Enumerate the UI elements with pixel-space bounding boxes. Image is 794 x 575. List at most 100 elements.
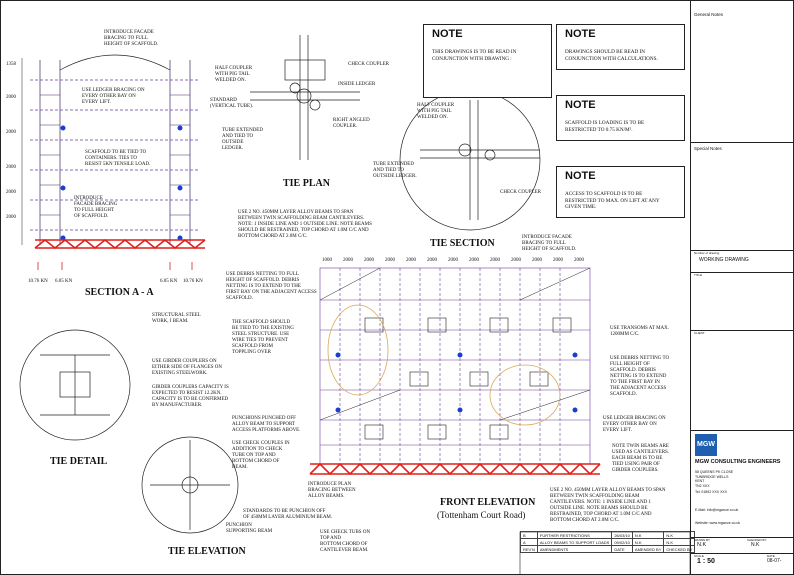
standard-note: STANDARD (VERTICAL TUBE). (210, 98, 254, 109)
table-header: DATE (611, 545, 633, 553)
girder-couplers-note: USE GIRDER COUPLERS ON EITHER SIDE OF FL… (152, 359, 222, 376)
dim-label: 2000 (6, 215, 16, 220)
table-cell: FURTHER RESTRICTIONS (536, 531, 613, 539)
section-aa-load-arrows (37, 262, 193, 270)
bay-dimension: 2000 (448, 258, 458, 263)
check-coupler-note: CHECK COUPLER (348, 62, 389, 67)
facade-note: INTRODUCE FACADE BRACING TO FULL HEIGHT … (104, 30, 159, 47)
revision-table: B FURTHER RESTRICTIONS 26/03/10 N.K N.K … (520, 531, 696, 553)
date-label: DATE (767, 554, 775, 558)
section-aa-title: SECTION A - A (85, 287, 154, 298)
dim-label: 2000 (6, 190, 16, 195)
tube-extended-note: TUBE EXTENDED AND TIED TO OUTSIDE LEDGER… (222, 128, 263, 151)
tie-steel-note: THE SCAFFOLD SHOULD BE TIED TO THE EXIST… (232, 320, 294, 355)
ledger-note: USE LEDGER BRACING ON EVERY OTHER BAY ON… (603, 416, 666, 433)
bay-dimension: 2000 (574, 258, 584, 263)
check-tubs-note: USE CHECK TUBS ON TOP AND BOTTOM CHORD O… (320, 530, 371, 553)
capacity-note: GIRDER COUPLERS CAPACITY IS EXPECTED TO … (152, 385, 229, 408)
table-header: AMENDMENTS (536, 545, 613, 553)
bay-dimension: 2000 (553, 258, 563, 263)
twin-beams-note: NOTE TWIN BEAMS ARE USED AS CANTILEVERS.… (612, 444, 670, 473)
company-logo: MGW (695, 434, 717, 456)
facade-note: INTRODUCE FACADE BRACING TO FULL HEIGHT … (522, 235, 577, 252)
client-label: CLIENT (694, 331, 705, 335)
dim-label: 2000 (6, 130, 16, 135)
punchions-note: PUNCHIONS PUNCHED OFF ALLOY BEAM TO SUPP… (232, 416, 301, 433)
tie-note: SCAFFOLD TO BE TIED TO CONTAINERS. TIES … (85, 150, 151, 167)
note-title: NOTE (565, 28, 596, 40)
ledger-note: USE LEDGER BRACING ON EVERY OTHER BAY ON… (82, 88, 145, 105)
number-drawing-label: Number of drawing (694, 251, 720, 255)
bay-dimension: 2000 (343, 258, 353, 263)
load-label: 10.76 kN (28, 279, 48, 284)
note-title: NOTE (565, 170, 596, 182)
drawn-by: N.K (697, 542, 707, 548)
section-aa-base-beam (34, 238, 206, 250)
debris-note-right: USE DEBRIS NETTING TO FULL HEIGHT OF SCA… (610, 356, 670, 397)
bay-dimension: 2000 (406, 258, 416, 263)
drawn-by-label: DRAWN BY (694, 538, 711, 542)
table-cell: 09/02/10 (611, 538, 633, 546)
tie-detail-drawing (19, 329, 131, 441)
special-notes-label: Special Notes (694, 146, 722, 151)
load-label: 6.05 kN (55, 279, 73, 284)
tie-section-title: TIE SECTION (430, 238, 495, 249)
company-tel: Tel: 01892 XXX XXX (695, 490, 728, 494)
tie-detail-title: TIE DETAIL (50, 456, 108, 467)
table-row: B FURTHER RESTRICTIONS 26/03/10 N.K N.K (520, 531, 696, 539)
title-block: General Notes Special Notes Number of dr… (690, 0, 794, 575)
transoms-note: USE TRANSOMS AT Max. 1200mm c/c. (610, 326, 669, 337)
plan-bracing-note: INTRODUCE PLAN BRACING BETWEEN ALLOY BEA… (308, 482, 356, 499)
note-box: NOTE DRAWINGS SHOULD BE READ IN CONJUNCT… (556, 24, 685, 70)
front-elevation-bracing (319, 267, 591, 421)
checked-by-label: CHECKED BY (747, 538, 767, 542)
note-text: THIS DRAWINGS IS TO BE READ IN CONJUNCTI… (432, 49, 517, 62)
bay-dimension: 2000 (469, 258, 479, 263)
tie-elevation-title: TIE ELEVATION (168, 546, 246, 557)
note-box: NOTE THIS DRAWINGS IS TO BE READ IN CONJ… (423, 24, 552, 98)
title-label: TITLE (694, 273, 703, 277)
checked-by: N.K (751, 542, 760, 548)
note-title: NOTE (565, 99, 596, 111)
table-cell: 26/03/10 (611, 531, 633, 539)
standards-note: STANDARDS TO BE PUNCHION OFF OF 450mm LA… (243, 509, 333, 520)
right-angled-note: RIGHT ANGLED COUPLER. (333, 118, 370, 129)
table-header: CHECKED BY (663, 545, 696, 553)
table-header: AMENDED BY (631, 545, 665, 553)
note-text: DRAWINGS SHOULD BE READ IN CONJUNCTION W… (565, 49, 658, 62)
half-coupler-note: HALF COUPLER WITH PIG TAIL WELDED ON. (417, 103, 455, 120)
debris-netting-hatch (327, 304, 561, 426)
tie-plan-title: TIE PLAN (283, 178, 330, 189)
table-cell: A (520, 538, 538, 546)
dim-label: 2000 (6, 95, 16, 100)
section-aa-drawing (30, 54, 200, 245)
load-label: 6.05 kN (160, 279, 178, 284)
section-aa-ledgers (40, 94, 190, 216)
table-row: A ALLOY BEAMS TO SUPPORT LOADS 09/02/10 … (520, 538, 696, 546)
general-notes-label: General Notes (694, 12, 724, 17)
bay-dimension: 1000 (322, 258, 332, 263)
date-value: 08-07- (767, 558, 782, 564)
company-website: Website: www.mgwcce.co.uk (695, 521, 741, 525)
table-cell: N.K (631, 531, 665, 539)
company-email: E-Mail: info@mgwcce.co.uk (695, 508, 739, 512)
debris-note: USE DEBRIS NETTING TO FULL HEIGHT OF SCA… (226, 272, 317, 301)
front-elevation-title: FRONT ELEVATION (440, 497, 536, 508)
bay-dimension: 2000 (364, 258, 374, 263)
table-header-row: REV'N AMENDMENTS DATE AMENDED BY CHECKED… (520, 545, 696, 553)
note-text: SCAFFOLD IS LOADING IS TO BE RESTRICTED … (565, 120, 645, 133)
facade-note-2: INTRODUCE FACADE BRACING TO FULL HEIGHT … (74, 196, 118, 219)
table-header: REV'N (520, 545, 538, 553)
table-cell: B (520, 531, 538, 539)
alloy-beams-note-2: USE 2 No. 450mm LAYER ALLOY BEAMS TO SPA… (550, 488, 666, 523)
check-coupler-note: CHECK COUPLER (500, 190, 541, 195)
front-elevation-subtitle: (Tottenham Court Road) (437, 510, 526, 520)
tube-extended-note: TUBE EXTENDED AND TIED TO OUTSIDE LEDGER… (373, 162, 417, 179)
steel-note: STRUCTURAL STEEL WORK, I BEAM. (152, 313, 201, 324)
load-label: 10.76 kN (183, 279, 203, 284)
drawing-type: WORKING DRAWING (699, 257, 749, 263)
half-coupler-note: HALF COUPLER WITH PIG TAIL WELDED ON. (215, 66, 253, 83)
company-address: 58 QUEENS PK CLOSE TUNBRIDGE WELLS KENT … (695, 470, 734, 488)
inside-ledger-note: INSIDE LEDGER (338, 82, 376, 87)
company-name: MGW CONSULTING ENGINEERS (695, 459, 781, 465)
